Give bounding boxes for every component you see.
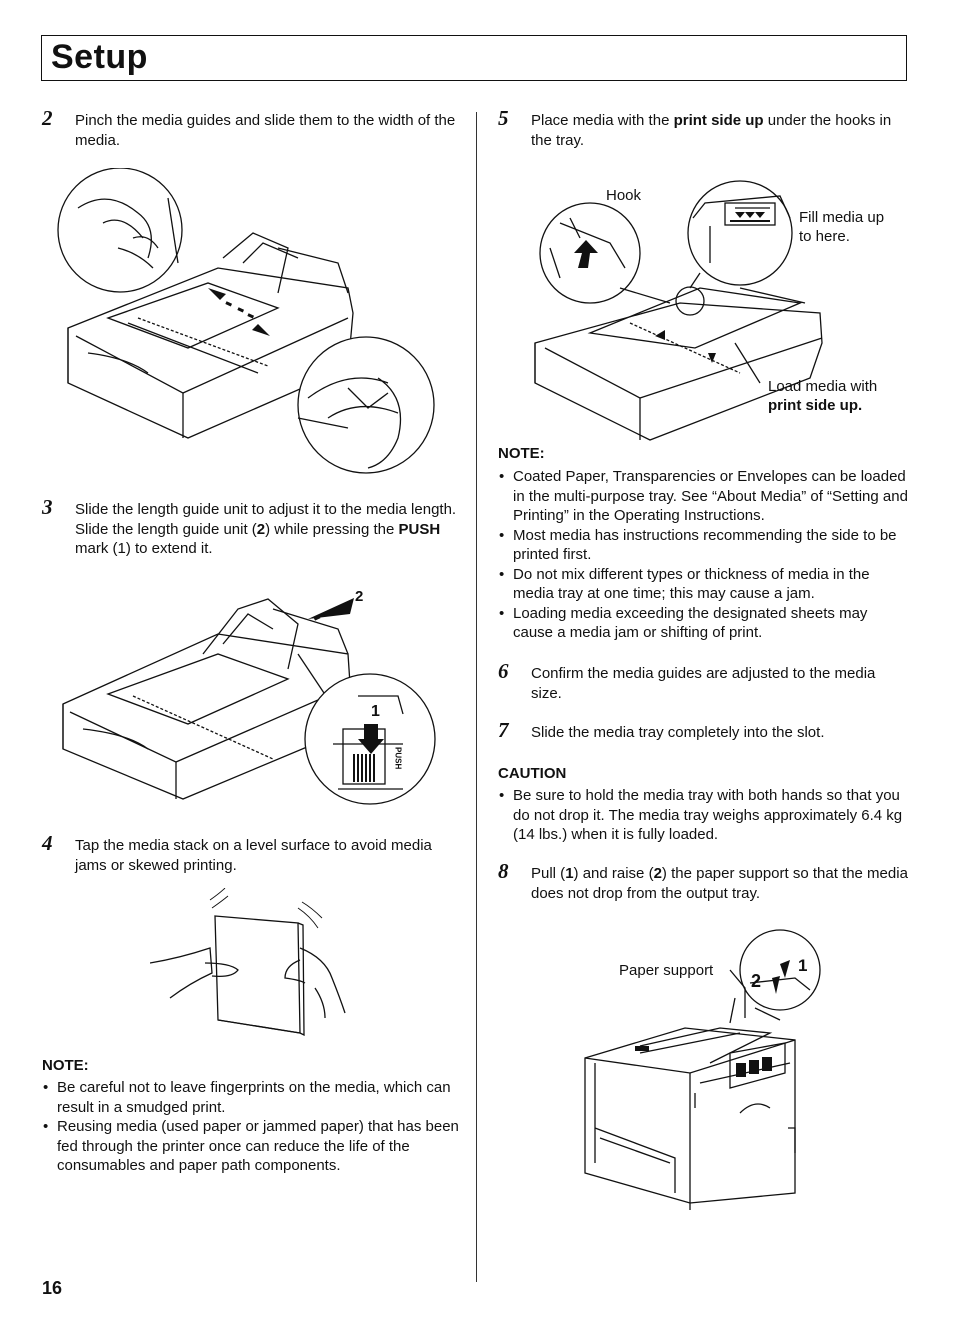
figure-paper-support: Paper support 1 2: [580, 928, 832, 1210]
step-text-part: ) and raise (: [573, 865, 654, 882]
step-text-bold: 1: [565, 865, 574, 882]
step-7: 7 Slide the media tray completely into t…: [498, 718, 910, 743]
note-list-right: Coated Paper, Transparencies or Envelope…: [498, 467, 910, 643]
figure-label-hook: Hook: [606, 187, 642, 204]
step-text-part: Place media with the: [531, 112, 674, 129]
step-text: Place media with the print side up under…: [531, 111, 910, 150]
step-text-part: Pull (: [531, 865, 566, 882]
figure-length-guide: 2 1 PUSH: [58, 584, 440, 812]
step-number: 4: [42, 831, 53, 855]
step-8: 8 Pull (1) and raise (2) the paper suppo…: [498, 859, 910, 903]
step-text: Slide the length guide unit to adjust it…: [75, 500, 462, 559]
figure-label-2: 2: [355, 588, 364, 605]
note-heading-right: NOTE:: [498, 445, 545, 462]
step-text-part: under the hooks in the tray.: [531, 112, 892, 149]
step-number: 5: [498, 106, 509, 130]
figure-label-fill-1: Fill media up: [799, 209, 885, 226]
printer-paper-support-illustration: [584, 929, 821, 1210]
step-number: 2: [42, 106, 53, 130]
caution-heading: CAUTION: [498, 765, 567, 782]
figure-label-load-1: Load media with: [768, 378, 878, 395]
step-text-part: ) while pressing the: [265, 520, 399, 538]
note-list-left: Be careful not to leave fingerprints on …: [42, 1078, 462, 1176]
figure-label-fill-2: to here.: [799, 228, 850, 245]
figure-label-1: 1: [798, 956, 808, 975]
figure-push-mark: PUSH: [393, 747, 403, 770]
step-number: 6: [498, 659, 509, 683]
caution-list: Be sure to hold the media tray with both…: [498, 786, 914, 845]
step-text: Tap the media stack on a level surface t…: [75, 837, 432, 874]
step-text: Pinch the media guides and slide them to…: [75, 112, 456, 149]
step-text-part: mark (1) to extend it.: [75, 540, 213, 557]
note-item: Do not mix different types or thickness …: [498, 565, 910, 604]
caution-item: Be sure to hold the media tray with both…: [498, 786, 914, 845]
figure-tap-media: [150, 888, 350, 1036]
step-number: 7: [498, 718, 509, 742]
step-text: Pull (1) and raise (2) the paper support…: [531, 864, 910, 903]
step-5: 5 Place media with the print side up und…: [498, 106, 910, 150]
figure-label-paper-support: Paper support: [619, 962, 714, 979]
step-4: 4 Tap the media stack on a level surface…: [42, 831, 462, 875]
step-number: 3: [42, 495, 53, 519]
column-divider: [476, 112, 477, 1282]
note-item: Most media has instructions recommending…: [498, 526, 910, 565]
hands-tapping-paper-illustration: [150, 888, 346, 1036]
tray-hook-illustration: [534, 180, 823, 441]
note-item: Be careful not to leave fingerprints on …: [42, 1078, 462, 1117]
tray-length-guide-illustration: [62, 598, 436, 805]
step-text-part: ) the paper support so that the media do…: [531, 865, 908, 902]
step-3: 3 Slide the length guide unit to adjust …: [42, 495, 462, 559]
figure-label-1: 1: [371, 703, 380, 720]
figure-label-2: 2: [751, 971, 762, 991]
step-number: 8: [498, 859, 509, 883]
step-text-bold: 2: [653, 865, 662, 882]
figure-label-load-2: print side up.: [768, 397, 863, 414]
step-text-bold: print side up: [673, 112, 764, 129]
note-heading-left: NOTE:: [42, 1057, 89, 1074]
figure-media-guides: [48, 168, 440, 476]
note-item: Loading media exceeding the designated s…: [498, 604, 910, 643]
step-2: 2 Pinch the media guides and slide them …: [42, 106, 462, 150]
page-title-box: Setup: [41, 35, 907, 81]
page-title: Setup: [51, 38, 148, 76]
step-text: Confirm the media guides are adjusted to…: [531, 665, 876, 702]
step-text-bold: 2: [256, 520, 266, 538]
tray-guides-illustration: [57, 168, 435, 474]
note-item: Reusing media (used paper or jammed pape…: [42, 1117, 462, 1176]
page-number: 16: [42, 1278, 63, 1298]
note-item: Coated Paper, Transparencies or Envelope…: [498, 467, 910, 526]
figure-place-media: Hook Fill media up to here. Load media w…: [530, 168, 890, 448]
step-text: Slide the media tray completely into the…: [531, 724, 825, 741]
step-6: 6 Confirm the media guides are adjusted …: [498, 659, 910, 703]
step-text-bold: PUSH: [398, 520, 441, 538]
step-text-part: Slide the length guide unit to adjust it…: [75, 501, 457, 538]
